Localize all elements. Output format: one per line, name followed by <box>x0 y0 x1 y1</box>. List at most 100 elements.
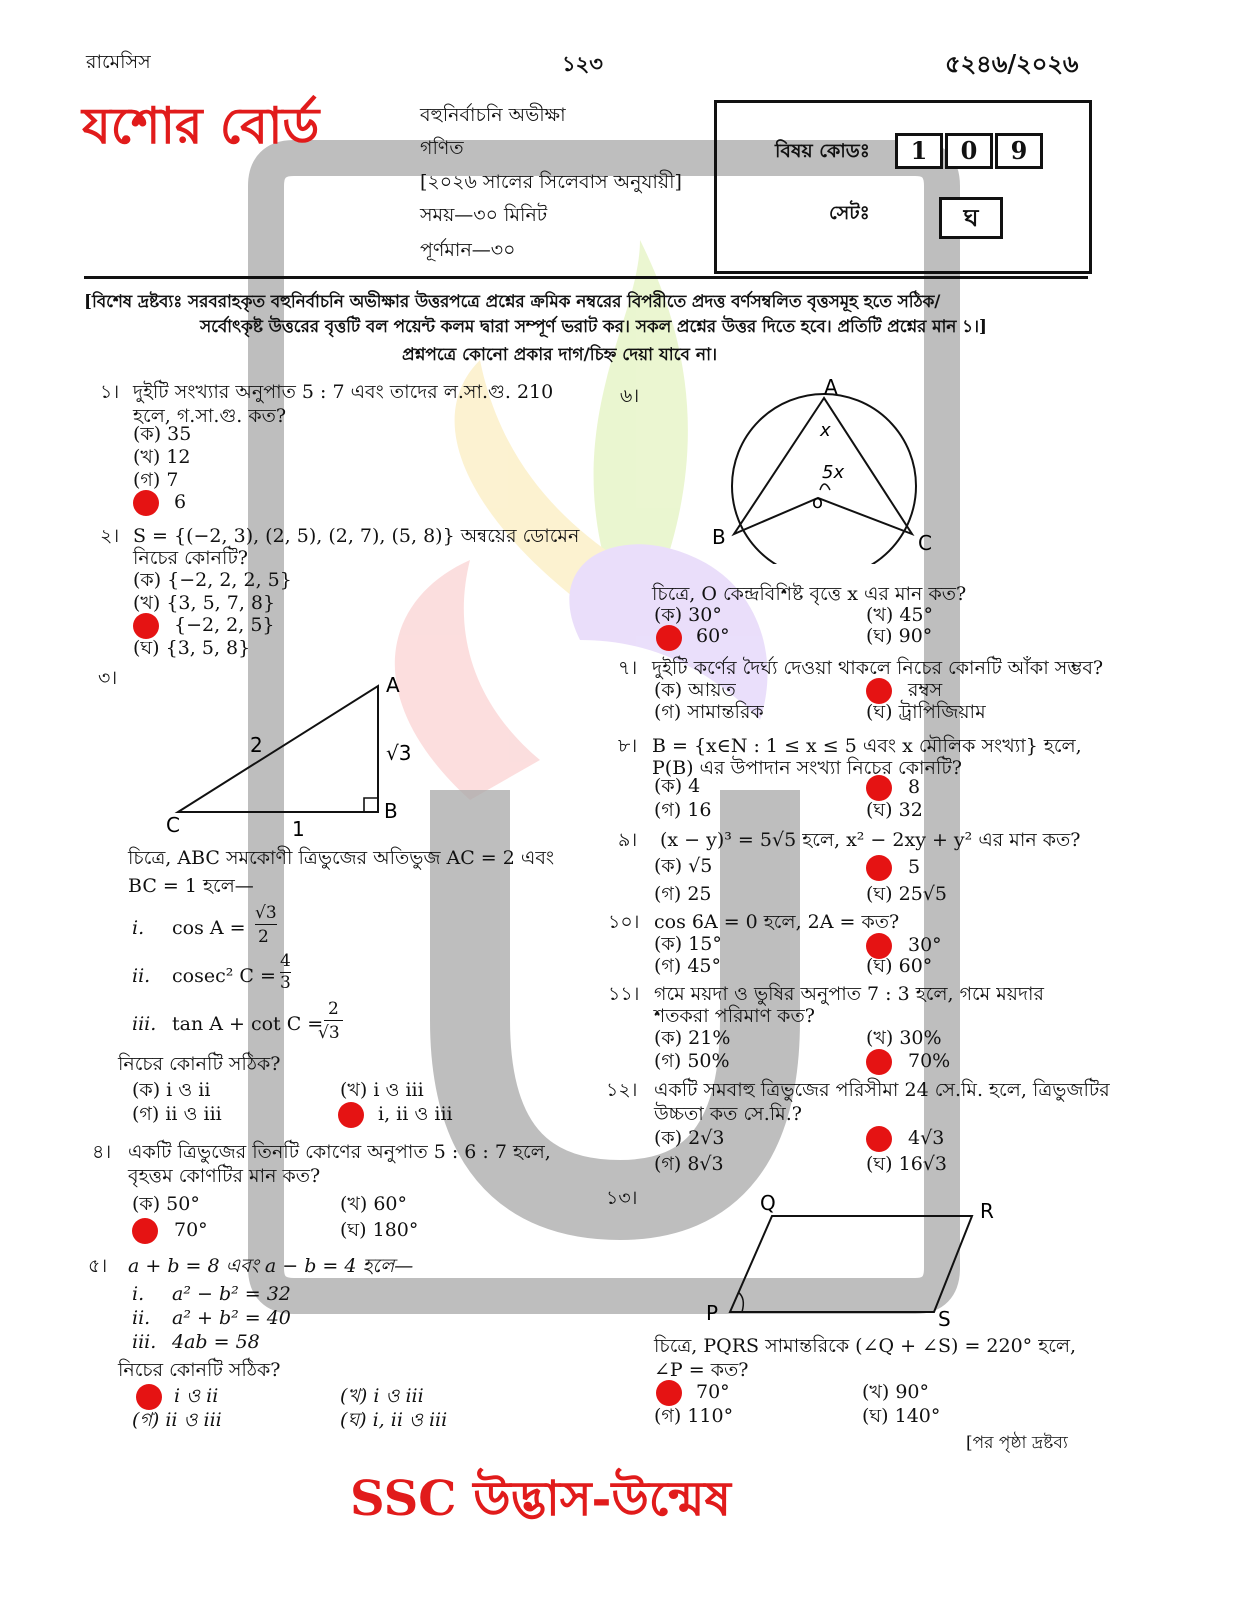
q12-answer-dot <box>866 1126 892 1152</box>
q3-stmt-iii-den: √3 <box>318 1023 340 1043</box>
q3-label-base: 1 <box>292 817 305 840</box>
q6-text: চিত্রে, O কেন্দ্রবিশিষ্ট বৃত্তে x এর মান… <box>652 583 967 605</box>
q3-option-b: (খ) i ও iii <box>340 1079 424 1101</box>
q5-stmt-i-num: i. <box>132 1283 145 1305</box>
set-label: সেটঃ <box>829 202 870 224</box>
q7-text: দুইটি কর্ণের দৈর্ঘ্য দেওয়া থাকলে নিচের … <box>652 657 1104 679</box>
q3-stmt-iii-num: iii. <box>132 1013 157 1035</box>
q5-stmt-ii-num: ii. <box>132 1307 151 1329</box>
subject-code-label: বিষয় কোডঃ <box>775 140 870 162</box>
q3-text-2: BC = 1 হলে— <box>128 875 254 897</box>
q4-option-b: (খ) 60° <box>340 1193 408 1215</box>
q6-label-b: B <box>712 525 726 549</box>
exam-time: সময়—৩০ মিনিট <box>420 204 548 226</box>
q13-label-s: S <box>938 1307 951 1328</box>
q10-option-a: (ক) 15° <box>654 933 722 955</box>
q13-option-d: (ঘ) 140° <box>862 1405 941 1427</box>
q5-option-c: (গ) ii ও iii <box>132 1409 222 1431</box>
q1-option-c: (গ) 7 <box>133 469 179 491</box>
q10-option-b: 30° <box>908 934 942 956</box>
q12-text: একটি সমবাহু ত্রিভুজের পরিসীমা 24 সে.মি. … <box>654 1079 1110 1101</box>
q10-number: ১০। <box>608 911 640 933</box>
q1-answer-dot <box>133 490 159 516</box>
exam-syllabus: [২০২৬ সালের সিলেবাস অনুযায়ী] <box>420 171 682 193</box>
header-divider <box>84 276 1088 279</box>
q6-number: ৬। <box>620 385 640 407</box>
q5-stmt-ii: a² + b² = 40 <box>172 1307 291 1329</box>
q13-option-b: (খ) 90° <box>862 1381 930 1403</box>
q8-number: ৮। <box>618 735 638 757</box>
subject-code-box: বিষয় কোডঃ 1 0 9 সেটঃ ঘ <box>714 100 1092 274</box>
instruction-line-2: সর্বোৎকৃষ্ট উত্তরের বৃত্তটি বল পয়েন্ট ক… <box>200 316 987 336</box>
q13-parallelogram-figure: P Q R S <box>706 1191 994 1328</box>
q6-option-d: (ঘ) 90° <box>866 625 933 647</box>
q9-text: (x − y)³ = 5√5 হলে, x² − 2xy + y² এর মান… <box>660 829 1081 851</box>
q2-option-d: (ঘ) {3, 5, 8} <box>133 637 251 659</box>
q9-number: ৯। <box>618 829 638 851</box>
q5-stmt-i: a² − b² = 32 <box>172 1283 291 1305</box>
q7-option-c: (গ) সামান্তরিক <box>654 701 764 723</box>
next-page-note: [পর পৃষ্ঠা দ্রষ্টব্য <box>966 1433 1068 1453</box>
q3-option-a: (ক) i ও ii <box>132 1079 211 1101</box>
q3-stmt-i-num-frac: √3 <box>255 903 277 925</box>
q5-number: ৫। <box>88 1255 108 1277</box>
q2-answer-dot <box>133 613 159 639</box>
q6-label-a: A <box>824 375 838 399</box>
q2-number: ২। <box>100 525 120 547</box>
q4-answer-dot <box>132 1218 158 1244</box>
q6-label-c: C <box>918 531 932 555</box>
set-value: ঘ <box>939 197 1003 239</box>
q11-option-d: 70% <box>908 1050 951 1072</box>
q3-text: চিত্রে, ABC সমকোণী ত্রিভুজের অতিভুজ AC =… <box>128 847 555 869</box>
q2-option-a: (ক) {−2, 2, 2, 5} <box>133 569 292 591</box>
q7-option-a: (ক) আয়ত <box>654 679 736 701</box>
q3-label-side: √3 <box>386 741 411 765</box>
q5-stmt-iii-num: iii. <box>132 1331 157 1353</box>
q10-option-d: (ঘ) 60° <box>866 955 933 977</box>
q9-option-a: (ক) √5 <box>654 855 713 877</box>
q5-text: a + b = 8 এবং a − b = 4 হলে— <box>128 1255 414 1277</box>
q4-text-2: বৃহত্তম কোণটির মান কত? <box>128 1165 321 1187</box>
q3-answer-dot <box>338 1102 364 1128</box>
q12-option-d: (ঘ) 16√3 <box>866 1153 947 1175</box>
q11-text-2: শতকরা পরিমাণ কত? <box>654 1005 815 1027</box>
q13-text: চিত্রে, PQRS সামান্তরিকে (∠Q + ∠S) = 220… <box>654 1335 1077 1357</box>
q8-answer-dot <box>866 775 892 801</box>
q6-option-a: (ক) 30° <box>654 604 722 626</box>
q9-answer-dot <box>866 855 892 881</box>
q8-option-a: (ক) 4 <box>654 775 701 797</box>
q8-option-b: 8 <box>908 776 921 798</box>
q6-label-x: x <box>819 420 831 441</box>
q4-option-a: (ক) 50° <box>132 1193 200 1215</box>
q9-option-b: 5 <box>908 856 921 878</box>
q3-label-c: C <box>166 813 180 837</box>
q3-stmt-ii: cosec² C = <box>172 965 276 987</box>
q11-option-c: (গ) 50% <box>654 1050 730 1072</box>
q1-option-d: 6 <box>174 491 187 513</box>
q6-label-5x: 5x <box>822 462 844 483</box>
q8-option-c: (গ) 16 <box>654 799 712 821</box>
q13-label-p: P <box>706 1301 718 1325</box>
q13-answer-dot <box>656 1380 682 1406</box>
code-digit-1: 1 <box>895 133 943 169</box>
q2-option-c: {−2, 2, 5} <box>174 614 275 636</box>
q3-option-d: i, ii ও iii <box>378 1103 453 1125</box>
footer-brand: SSC উদ্ভাস-উন্মেষ <box>350 1471 731 1527</box>
q3-stmt-i: cos A = <box>172 917 246 939</box>
q6-answer-dot <box>656 625 682 651</box>
q13-label-r: R <box>980 1199 994 1223</box>
q1-option-a: (ক) 35 <box>133 423 192 445</box>
q3-stmt-ii-num-frac: 4 <box>280 951 291 973</box>
q5-answer-dot <box>136 1384 162 1410</box>
q3-label-a: A <box>386 673 400 697</box>
q3-triangle-figure: A B C 2 1 √3 <box>166 673 411 840</box>
q7-number: ৭। <box>618 657 638 679</box>
q5-stmt-iii: 4ab = 58 <box>172 1331 260 1353</box>
q3-option-c: (গ) ii ও iii <box>132 1103 222 1125</box>
q5-option-a: i ও ii <box>174 1385 219 1407</box>
q1-option-b: (খ) 12 <box>133 446 191 468</box>
q3-stmt-ii-den: 3 <box>280 973 291 993</box>
header-page-number: ১২৩ <box>562 51 603 76</box>
board-title: যশোর বোর্ড <box>82 97 320 155</box>
q9-option-d: (ঘ) 25√5 <box>866 883 947 905</box>
